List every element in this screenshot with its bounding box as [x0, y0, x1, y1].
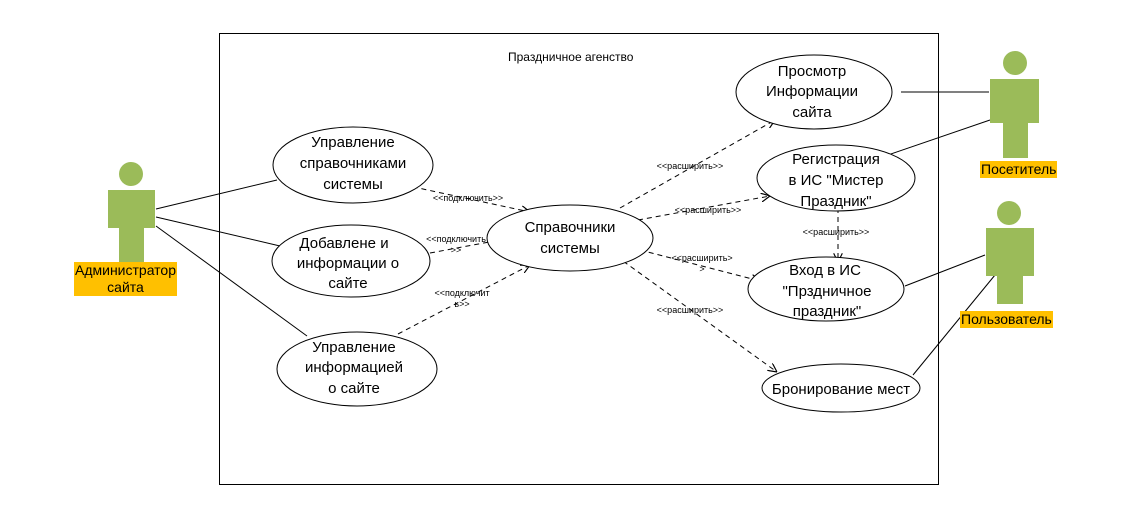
extend-registration — [637, 196, 770, 221]
svg-text:информацией: информацией — [305, 359, 403, 376]
label-include-2: <<подключить >> — [426, 234, 486, 255]
associations — [155, 91, 996, 376]
actor-visitor-label-line1: Посетитель — [981, 161, 1057, 177]
svg-text:<<подключит: <<подключит — [434, 288, 489, 298]
actor-admin-label: Администратор сайта — [74, 262, 178, 296]
uc-text-registration: Регистрация в ИС "Мистер Праздник" — [788, 151, 883, 210]
svg-text:справочниками: справочниками — [300, 155, 407, 172]
svg-text:<<подключить: <<подключить — [426, 234, 486, 244]
include-add-info — [429, 240, 500, 254]
svg-text:о сайте: о сайте — [328, 380, 380, 397]
svg-text:<<подключить>>: <<подключить>> — [433, 193, 503, 203]
svg-text:системы: системы — [540, 240, 600, 257]
svg-text:>: > — [699, 264, 704, 274]
svg-text:Регистрация: Регистрация — [792, 151, 880, 168]
label-extend-registration: <<расширить>> — [675, 205, 742, 215]
svg-text:<<расширить>>: <<расширить>> — [657, 305, 724, 315]
label-include-3: <<подключит ь>> — [434, 288, 489, 309]
svg-text:<<расширить>>: <<расширить>> — [803, 227, 870, 237]
actor-user-label-line1: Пользователь — [961, 311, 1052, 327]
actor-visitor-label: Посетитель — [980, 161, 1058, 178]
assoc-admin-manage-info — [155, 225, 308, 337]
uc-registration — [756, 144, 916, 212]
svg-text:сайта: сайта — [792, 104, 832, 121]
uc-manage-refs — [272, 126, 434, 204]
svg-text:>>: >> — [451, 245, 462, 255]
assoc-admin-manage-refs — [155, 179, 278, 210]
svg-text:Справочники: Справочники — [525, 219, 616, 236]
include-manage-info — [397, 265, 530, 335]
svg-text:<<расширить>>: <<расширить>> — [675, 205, 742, 215]
uc-manage-info — [276, 331, 438, 407]
svg-text:сайте: сайте — [328, 275, 367, 292]
uc-view-info — [735, 54, 893, 130]
svg-text:Праздник": Праздник" — [800, 193, 871, 210]
svg-text:системы: системы — [323, 176, 383, 193]
svg-text:<<расширить>>: <<расширить>> — [657, 161, 724, 171]
uc-text-add-info: Добавлене и информации о сайте — [297, 235, 399, 292]
label-extend-reg-login: <<расширить>> — [803, 227, 870, 237]
system-boundary — [219, 33, 939, 485]
label-include-1: <<подключить>> — [433, 193, 503, 203]
uc-add-info — [271, 224, 431, 298]
extend-login — [639, 249, 760, 281]
svg-text:Просмотр: Просмотр — [778, 63, 847, 80]
actor-admin-label-line2: сайта — [107, 279, 144, 295]
actor-visitor-icon — [990, 51, 1039, 158]
svg-text:Управление: Управление — [312, 339, 395, 356]
svg-text:праздник": праздник" — [793, 303, 862, 320]
uc-text-manage-refs: Управление справочниками системы — [300, 134, 407, 193]
uc-text-manage-info: Управление информацией о сайте — [305, 339, 403, 397]
assoc-user-login — [904, 254, 986, 287]
svg-text:информации о: информации о — [297, 255, 399, 272]
extend-booking — [615, 255, 777, 372]
actor-admin-label-line1: Администратор — [75, 262, 177, 278]
uc-text-booking: Бронирование мест — [772, 381, 910, 398]
svg-text:Информации: Информации — [766, 83, 858, 100]
uc-text-refs: Справочники системы — [525, 219, 616, 257]
svg-text:Управление: Управление — [311, 134, 394, 151]
assoc-user-booking — [912, 274, 996, 376]
dependencies — [394, 120, 838, 372]
system-title: Праздничное агенство — [508, 50, 634, 64]
actor-user-label: Пользователь — [960, 311, 1053, 328]
uc-text-login: Вход в ИС "Прздничное праздник" — [782, 262, 871, 320]
extend-view-info — [619, 120, 775, 209]
use-cases — [271, 54, 921, 413]
uc-refs — [486, 204, 654, 272]
label-extend-booking: <<расширить>> — [657, 305, 724, 315]
actor-user-icon — [986, 201, 1034, 304]
label-extend-view: <<расширить>> — [657, 161, 724, 171]
svg-text:<<расширить>: <<расширить> — [671, 253, 732, 263]
assoc-admin-add-info — [155, 216, 281, 247]
svg-text:в ИС "Мистер: в ИС "Мистер — [788, 172, 883, 189]
svg-text:Добавлене и: Добавлене и — [299, 235, 388, 252]
actor-admin-icon — [108, 162, 155, 262]
uc-login — [747, 256, 905, 322]
svg-text:ь>>: ь>> — [454, 299, 469, 309]
assoc-visitor-registration — [887, 119, 991, 156]
uc-booking — [761, 363, 921, 413]
label-extend-login: <<расширить> > — [671, 253, 732, 274]
uc-text-view-info: Просмотр Информации сайта — [766, 63, 858, 121]
svg-text:Вход в ИС: Вход в ИС — [789, 262, 861, 279]
svg-text:"Прздничное: "Прздничное — [782, 283, 871, 300]
